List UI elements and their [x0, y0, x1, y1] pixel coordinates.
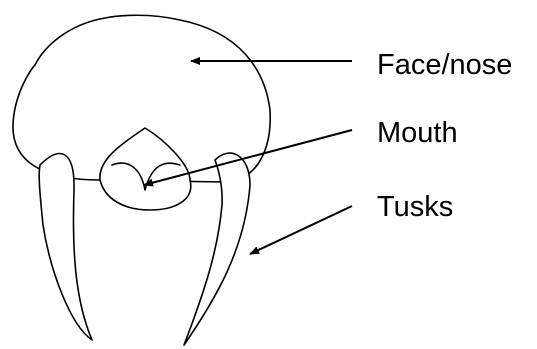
mouth-label: Mouth [377, 119, 458, 148]
tusks-label: Tusks [377, 193, 453, 222]
tusks-arrow [250, 206, 352, 254]
face-nose-label: Face/nose [377, 51, 512, 80]
left-tusk [39, 154, 92, 340]
